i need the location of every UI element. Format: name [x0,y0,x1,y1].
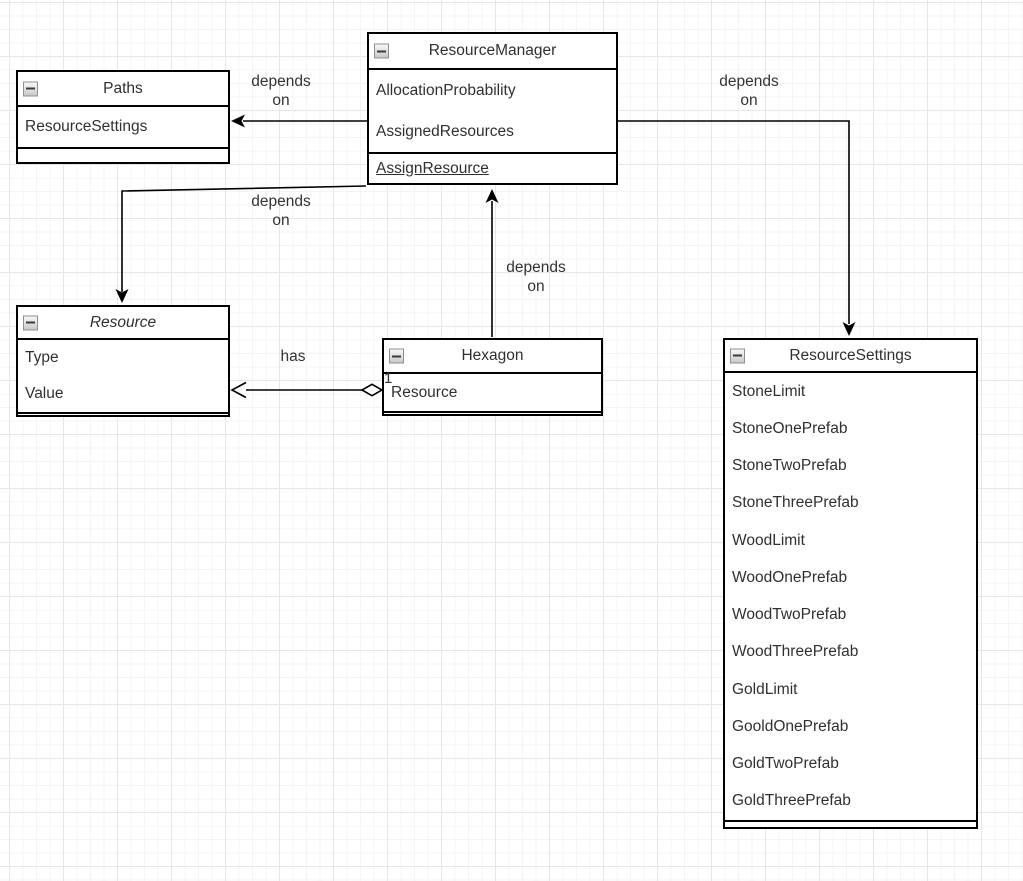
methods-section: AssignResource [369,152,616,183]
field-row[interactable]: WoodThreePrefab [732,643,859,661]
field-row[interactable]: Type [25,349,59,366]
field-row[interactable]: GoldTwoPrefab [732,755,839,773]
field-row[interactable]: GoldThreePrefab [732,792,851,810]
edge-resourcemanager-depends-on-resource[interactable] [115,185,367,303]
collapse-icon[interactable] [389,348,404,364]
open-arrowhead [230,381,247,399]
class-title-bar: Hexagon [384,340,601,374]
class-title-bar: ResourceSettings [725,340,976,373]
minus-glyph [26,321,35,324]
class-title: ResourceManager [428,42,557,59]
arrowhead [231,114,245,128]
edge-label-has[interactable]: has [280,348,306,365]
arrowhead [115,289,129,303]
field-row[interactable]: ResourceSettings [25,118,148,135]
edge-label-depends-on-paths[interactable]: depends on [251,73,311,109]
field-row[interactable]: StoneLimit [732,382,806,400]
attributes-section: Type Value [18,340,228,412]
methods-section [18,412,228,415]
field-row[interactable]: AssignedResources [376,122,514,140]
class-paths[interactable]: Paths ResourceSettings [16,70,230,164]
edge-label-depends-on-resourcemanager[interactable]: depends on [506,259,566,295]
field-row[interactable]: WoodLimit [732,531,805,549]
class-title: Hexagon [461,347,524,364]
field-row[interactable]: StoneOnePrefab [732,419,848,437]
class-title: Resource [89,313,157,331]
class-title-bar: Resource [18,307,228,340]
edge-label-depends-on-resource[interactable]: depends on [251,193,311,229]
methods-section [725,820,976,827]
aggregation-diamond-icon [360,383,384,397]
collapse-icon[interactable] [374,43,389,59]
multiplicity-label[interactable]: 1 [384,370,393,387]
edge-resourcemanager-depends-on-resourcesettings[interactable] [618,120,856,336]
minus-glyph [733,354,742,357]
class-resource[interactable]: Resource Type Value [16,305,230,417]
field-row[interactable]: StoneTwoPrefab [732,457,847,475]
attributes-section: AllocationProbability AssignedResources [369,70,616,152]
field-row[interactable]: Resource [391,383,458,401]
class-title-bar: Paths [18,72,228,107]
field-row[interactable]: GooldOnePrefab [732,717,849,735]
field-row[interactable]: AllocationProbability [376,81,516,99]
attributes-section: StoneLimit StoneOnePrefab StoneTwoPrefab… [725,373,976,820]
minus-glyph [377,50,386,52]
methods-section [18,147,228,162]
edge-resourcemanager-depends-on-paths[interactable] [231,114,367,128]
class-hexagon[interactable]: Hexagon Resource [382,338,603,416]
attributes-section: ResourceSettings [18,107,228,147]
method-row[interactable]: AssignResource [376,159,489,177]
attributes-section: Resource [384,374,601,411]
field-row[interactable]: StoneThreePrefab [732,494,859,512]
arrowhead [485,189,499,203]
edge-hexagon-has-resource[interactable] [230,381,384,399]
collapse-icon[interactable] [730,348,745,363]
minus-glyph [26,87,35,90]
edge-label-depends-on-resourcesettings[interactable]: depends on [719,73,779,109]
methods-section [384,411,601,414]
minus-glyph [392,355,401,357]
field-row[interactable]: GoldLimit [732,680,798,698]
class-title: Paths [103,79,143,97]
field-row[interactable]: WoodOnePrefab [732,568,848,586]
field-row[interactable]: WoodTwoPrefab [732,606,847,624]
class-resourcesettings[interactable]: ResourceSettings StoneLimit StoneOnePref… [723,338,978,829]
class-title-bar: ResourceManager [369,34,616,70]
collapse-icon[interactable] [23,81,38,96]
collapse-icon[interactable] [23,315,38,330]
edge-hexagon-depends-on-resourcemanager[interactable] [485,189,499,337]
class-resourcemanager[interactable]: ResourceManager AllocationProbability As… [367,32,618,185]
arrowhead [842,322,856,336]
class-title: ResourceSettings [789,346,912,364]
field-row[interactable]: Value [25,385,64,402]
